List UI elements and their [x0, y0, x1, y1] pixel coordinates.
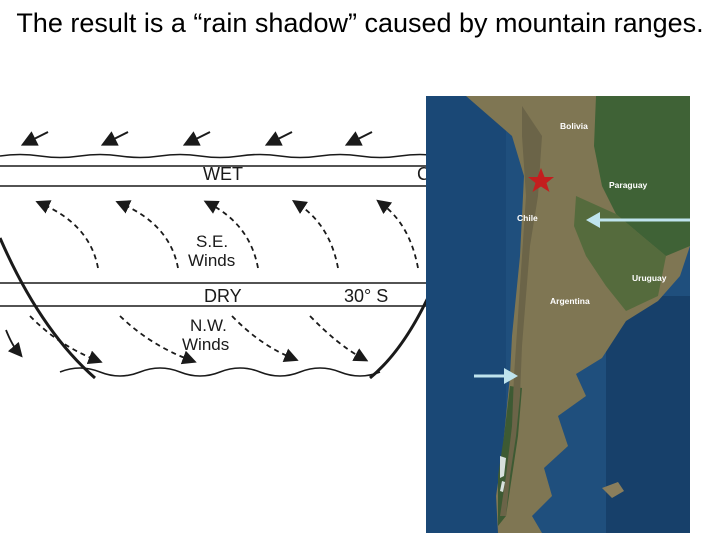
left-edge-arrow — [5, 329, 23, 358]
latitude-label: 30° S — [344, 286, 388, 306]
patagonian-ice — [500, 456, 506, 492]
map-label-argentina: Argentina — [550, 296, 590, 306]
westerly-wind-arrow — [474, 368, 518, 384]
se-wind-arrows — [35, 199, 419, 269]
easterly-wind-arrow — [586, 212, 690, 228]
falkland-islands — [602, 482, 624, 498]
red-star-marker — [528, 168, 554, 192]
nw-winds-label-line2: Winds — [182, 335, 229, 354]
map-label-uruguay: Uruguay — [632, 273, 667, 283]
andes-ridge — [500, 106, 542, 516]
map-label-chile: Chile — [517, 213, 538, 223]
map-label-paraguay: Paraguay — [609, 180, 648, 190]
wind-circulation-diagram: WET C S.E. Winds DRY 30° S N.W. Winds — [0, 131, 440, 380]
wet-band-lines — [0, 153, 440, 187]
nw-wind-arrows — [29, 315, 369, 365]
se-winds-label-line2: Winds — [188, 251, 235, 270]
map-label-bolivia: Bolivia — [560, 121, 588, 131]
upper-wind-arrows — [20, 131, 373, 146]
dry-band-lines — [0, 282, 440, 307]
south-america-satellite-map: Bolivia Paraguay Chile Uruguay Argentina — [426, 96, 690, 533]
se-winds-label-line1: S.E. — [196, 232, 228, 251]
band-dry-label: DRY — [204, 286, 242, 306]
nw-winds-label-line1: N.W. — [190, 316, 227, 335]
bottom-wave-line — [59, 367, 381, 377]
band-wet-label: WET — [203, 164, 243, 184]
slide-title: The result is a “rain shadow” caused by … — [16, 8, 704, 38]
forest-region-north-east — [594, 96, 690, 256]
